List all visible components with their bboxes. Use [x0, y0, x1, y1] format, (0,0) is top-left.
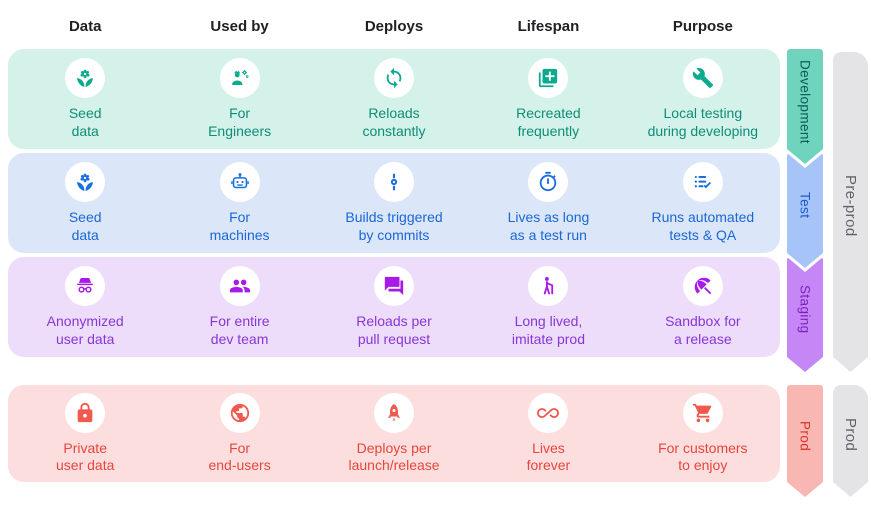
cell-label: Local testing during developing — [647, 105, 759, 139]
chat-icon — [374, 266, 415, 306]
cell-test-data: Seed data — [8, 153, 162, 253]
cell-label: Builds triggered by commits — [345, 209, 443, 243]
seed-flower-icon — [65, 162, 106, 202]
cell-label: For end-users — [208, 439, 271, 474]
ribbon-label: Prod — [797, 420, 813, 452]
cell-development-data: Seed data — [8, 49, 162, 149]
cell-staging-deploys: Reloads per pull request — [317, 257, 471, 357]
cell-label: For Engineers — [208, 105, 272, 139]
cell-label: Reloads constantly — [362, 105, 426, 139]
cell-label: For customers to enjoy — [658, 439, 748, 474]
cell-staging-data: Anonymized user data — [8, 257, 162, 357]
checklist-icon — [682, 162, 723, 202]
ribbon-fill — [787, 257, 823, 372]
column-header-data: Data — [68, 17, 102, 35]
cell-staging-lifespan: Long lived, imitate prod — [471, 257, 625, 357]
cell-label: Deploys per launch/release — [348, 439, 440, 474]
cell-staging-used-by: For entire dev team — [162, 257, 316, 357]
side-track-prod: Prod — [833, 385, 868, 497]
ribbon-label: Staging — [797, 285, 813, 334]
cell-prod-used-by: For end-users — [162, 385, 316, 482]
cart-icon — [682, 392, 723, 433]
cell-development-lifespan: Recreated frequently — [471, 49, 625, 149]
cell-label: For machines — [209, 209, 270, 243]
cell-prod-purpose: For customers to enjoy — [626, 385, 780, 482]
side-track-fill — [833, 52, 868, 372]
cell-test-deploys: Builds triggered by commits — [317, 153, 471, 253]
side-track-label: Pre-prod — [842, 175, 859, 237]
cell-development-purpose: Local testing during developing — [626, 49, 780, 149]
ribbon-label: Test — [797, 192, 813, 219]
cell-test-purpose: Runs automated tests & QA — [626, 153, 780, 253]
infinity-icon — [528, 392, 569, 433]
robot-icon — [219, 162, 260, 202]
ribbon-test: Test — [787, 153, 823, 268]
ribbon-development: Development — [787, 49, 823, 164]
cell-prod-data: Private user data — [8, 385, 162, 482]
ribbon-prod: Prod — [787, 385, 823, 497]
ribbon-fill — [787, 153, 823, 268]
cell-test-lifespan: Lives as long as a test run — [471, 153, 625, 253]
lock-icon — [65, 392, 106, 433]
timer-icon — [528, 162, 569, 202]
library-add-icon — [528, 58, 569, 98]
row-band-staging: Anonymized user data For entire dev team R… — [8, 257, 780, 357]
cell-label: Recreated frequently — [516, 105, 581, 139]
cell-label: Sandbox for a release — [665, 313, 741, 347]
cell-label: Seed data — [68, 105, 102, 139]
wrench-icon — [682, 58, 723, 98]
hiker-icon — [528, 266, 569, 306]
rocket-icon — [374, 392, 415, 433]
umbrella-icon — [682, 266, 723, 306]
group-icon — [219, 266, 260, 306]
engineer-icon — [219, 58, 260, 98]
cell-label: Lives forever — [526, 439, 571, 474]
cell-test-used-by: For machines — [162, 153, 316, 253]
cell-development-used-by: For Engineers — [162, 49, 316, 149]
row-band-prod: Private user data For end-users Deploys pe… — [8, 385, 780, 482]
incognito-icon — [65, 266, 106, 306]
column-header-lifespan: Lifespan — [517, 17, 580, 35]
column-header-purpose: Purpose — [672, 17, 733, 35]
cell-staging-purpose: Sandbox for a release — [626, 257, 780, 357]
row-band-test: Seed data For machines Builds triggered by… — [8, 153, 780, 253]
cell-label: Private user data — [56, 439, 115, 474]
commit-icon — [374, 162, 415, 202]
globe-icon — [219, 392, 260, 433]
cell-label: Runs automated tests & QA — [651, 209, 755, 243]
side-track-label: Prod — [842, 418, 859, 452]
side-track-pre-prod: Pre-prod — [833, 52, 868, 372]
column-header-used-by: Used by — [210, 17, 269, 35]
sync-icon — [374, 58, 415, 98]
row-band-development: Seed data For Engineers Reloads constantly… — [8, 49, 780, 149]
seed-flower-icon — [65, 58, 106, 98]
ribbon-fill — [787, 49, 823, 164]
ribbon-staging: Staging — [787, 257, 823, 372]
cell-label: Anonymized user data — [46, 313, 124, 347]
column-headers: Data Used by Deploys Lifespan Purpose — [8, 12, 780, 40]
cell-prod-deploys: Deploys per launch/release — [317, 385, 471, 482]
cell-label: Reloads per pull request — [356, 313, 432, 347]
ribbon-fill — [787, 385, 823, 497]
side-track-fill — [833, 385, 868, 497]
cell-label: Long lived, imitate prod — [511, 313, 585, 347]
cell-label: Lives as long as a test run — [507, 209, 590, 243]
cell-prod-lifespan: Lives forever — [471, 385, 625, 482]
column-header-deploys: Deploys — [364, 17, 424, 35]
cell-development-deploys: Reloads constantly — [317, 49, 471, 149]
ribbon-label: Development — [797, 59, 813, 144]
cell-label: Seed data — [68, 209, 102, 243]
cell-label: For entire dev team — [209, 313, 270, 347]
